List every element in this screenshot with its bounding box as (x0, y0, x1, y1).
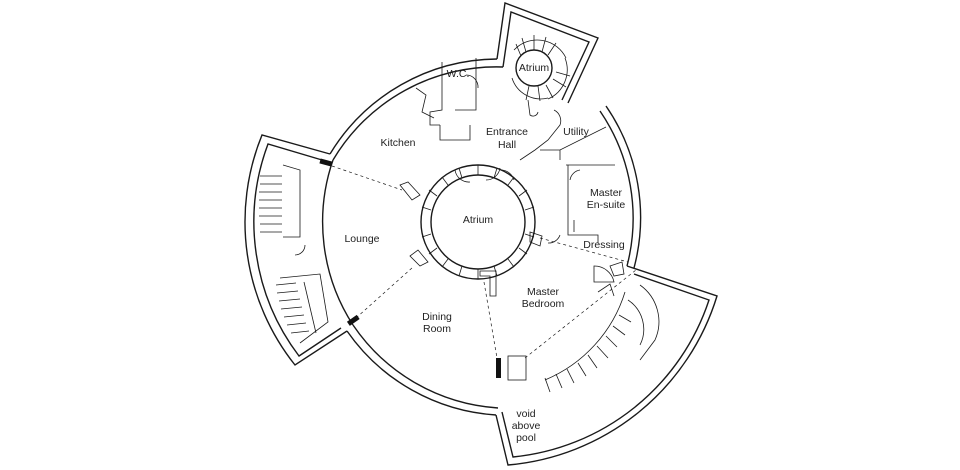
dressing-label: Dressing (583, 239, 625, 251)
sight-lines (331, 165, 637, 359)
void-label-line2: above (512, 420, 541, 432)
utility-label: Utility (563, 126, 589, 138)
top-stair-tower (496, 2, 599, 117)
wc-label: W.C. (447, 68, 470, 80)
atrium-segments (421, 165, 535, 279)
kitchen-label: Kitchen (380, 137, 415, 149)
void-label-line3: pool (516, 432, 536, 444)
lounge-label: Lounge (344, 233, 379, 245)
right-stairs (544, 314, 632, 393)
left-stair-upper (259, 175, 282, 233)
left-wing (244, 134, 360, 366)
atrium-center-label: Atrium (463, 214, 494, 226)
entrance-label-line1: Entrance (486, 126, 528, 138)
bedroom-label-line2: Bedroom (522, 298, 565, 310)
entrance-label-line2: Hall (498, 139, 516, 151)
dining-label-line1: Dining (422, 311, 452, 323)
outer-walls (322, 58, 642, 416)
ensuite-label-line1: Master (590, 187, 623, 199)
partitions (415, 58, 615, 244)
room-labels: Atrium W.C. Kitchen Entrance Hall Utilit… (344, 62, 625, 444)
dining-label-line2: Room (423, 323, 451, 335)
bedroom-label-line1: Master (527, 286, 560, 298)
central-atrium (420, 164, 536, 280)
ensuite-label-line2: En-suite (587, 199, 626, 211)
void-label-line1: void (516, 408, 535, 420)
right-wing (495, 265, 718, 466)
left-stair-lower (275, 273, 329, 344)
atrium-top-label: Atrium (519, 62, 550, 74)
